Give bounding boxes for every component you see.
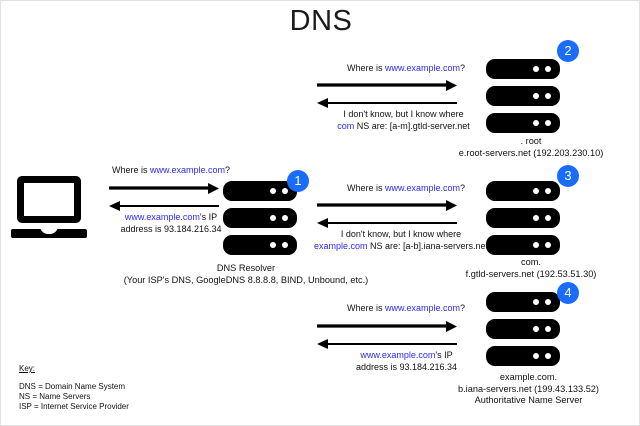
step3-query-suffix: ?: [460, 183, 466, 193]
resolver-to-authoritative-arrow: [317, 321, 457, 333]
page-title: DNS: [289, 5, 353, 37]
resolver-to-com-arrow: [317, 200, 457, 212]
com-server-label: com. f.gtld-servers.net (192.53.51.30): [431, 257, 631, 280]
authoritative-rack-icon: [486, 292, 560, 366]
step3-answer-rest: NS are: [a-b].iana-servers.net: [367, 240, 489, 251]
step-badge-4: 4: [557, 282, 579, 304]
authoritative-server-label: example.com. b.iana-servers.net (199.43.…: [421, 372, 636, 407]
step3-query-label: Where is www.example.com?: [321, 183, 491, 195]
root-server-address: e.root-servers.net (192.203.230.10): [458, 147, 604, 158]
authoritative-server-role: Authoritative Name Server: [474, 395, 583, 405]
laptop-notch: [40, 225, 58, 234]
step2-answer-domain: com: [337, 120, 355, 131]
authoritative-to-resolver-arrow: [317, 338, 457, 350]
step2-query-label: Where is www.example.com?: [321, 63, 491, 75]
step2-query-domain: www.example.com: [384, 63, 461, 73]
step4-query-suffix: ?: [460, 303, 466, 313]
server-unit: [486, 346, 560, 366]
client-query-prefix: Where is: [111, 165, 150, 175]
com-rack-icon: [486, 181, 560, 255]
server-unit: [223, 235, 297, 255]
resolver-to-root-arrow: [317, 80, 457, 92]
step4-answer-rest: 's IP: [435, 350, 453, 360]
laptop-screen: [17, 176, 81, 223]
client-query-domain: www.example.com: [149, 165, 226, 175]
step2-answer-rest: NS are: [a-m].gtld-server.net: [354, 120, 470, 131]
client-answer-label: www.example.com's IP address is 93.184.2…: [96, 212, 246, 235]
server-unit: [486, 208, 560, 228]
authoritative-server-address: b.iana-servers.net (199.43.133.52): [458, 383, 599, 394]
com-server-name: com.: [521, 257, 541, 267]
client-answer-ip: address is 93.184.216.34: [120, 223, 222, 234]
step4-answer-ip: address is 93.184.216.34: [355, 361, 458, 372]
server-unit: [223, 208, 297, 228]
step3-query-prefix: Where is: [346, 183, 385, 193]
step-badge-3: 3: [557, 165, 579, 187]
key-entry: ISP = Internet Service Provider: [19, 402, 129, 411]
server-unit: [223, 181, 297, 201]
client-query-suffix: ?: [225, 165, 231, 175]
root-server-name: . root: [520, 136, 542, 146]
server-unit: [486, 235, 560, 255]
resolver-caption: DNS Resolver (Your ISP's DNS, GoogleDNS …: [101, 263, 391, 286]
key-entry: NS = Name Servers: [19, 392, 91, 401]
resolver-to-client-arrow: [109, 200, 219, 212]
step4-query-domain: www.example.com: [384, 303, 461, 313]
server-unit: [486, 113, 560, 133]
step4-answer-label: www.example.com's IP address is 93.184.2…: [319, 350, 494, 373]
server-unit: [486, 86, 560, 106]
key-entry: DNS = Domain Name System: [19, 382, 126, 391]
com-to-resolver-arrow: [317, 217, 457, 229]
root-to-resolver-arrow: [317, 97, 457, 109]
resolver-rack-icon: [223, 181, 297, 255]
client-query-label: Where is www.example.com?: [96, 165, 246, 177]
step2-answer-line1: I don't know, but I know where: [343, 109, 464, 119]
server-unit: [486, 319, 560, 339]
step2-answer-label: I don't know, but I know where com NS ar…: [316, 109, 491, 132]
step-badge-2: 2: [557, 40, 579, 62]
laptop-icon: [11, 176, 87, 238]
server-unit: [486, 292, 560, 312]
client-answer-domain: www.example.com: [124, 212, 200, 222]
step2-query-prefix: Where is: [346, 63, 385, 73]
com-server-address: f.gtld-servers.net (192.53.51.30): [465, 268, 597, 279]
step4-answer-domain: www.example.com: [360, 350, 436, 360]
server-unit: [486, 181, 560, 201]
step-badge-1: 1: [287, 170, 309, 192]
key-header: Key:: [19, 364, 36, 373]
resolver-caption-line1: DNS Resolver: [216, 263, 276, 273]
root-server-label: . root e.root-servers.net (192.203.230.1…: [431, 136, 631, 159]
step3-answer-line1: I don't know, but I know where: [340, 229, 462, 239]
client-to-resolver-arrow: [109, 183, 219, 195]
step3-answer-label: I don't know, but I know where example.c…: [301, 229, 501, 252]
root-rack-icon: [486, 59, 560, 133]
key-legend: Key: DNS = Domain Name System NS = Name …: [19, 364, 129, 412]
server-unit: [486, 59, 560, 79]
step2-query-suffix: ?: [460, 63, 466, 73]
client-answer-suffix: 's IP: [199, 212, 218, 222]
step4-query-prefix: Where is: [346, 303, 385, 313]
step3-answer-domain: example.com: [313, 240, 368, 251]
step3-query-domain: www.example.com: [384, 183, 461, 193]
resolver-caption-line2: (Your ISP's DNS, GoogleDNS 8.8.8.8, BIND…: [123, 274, 369, 285]
authoritative-server-name: example.com.: [499, 372, 558, 382]
step4-query-label: Where is www.example.com?: [321, 303, 491, 315]
